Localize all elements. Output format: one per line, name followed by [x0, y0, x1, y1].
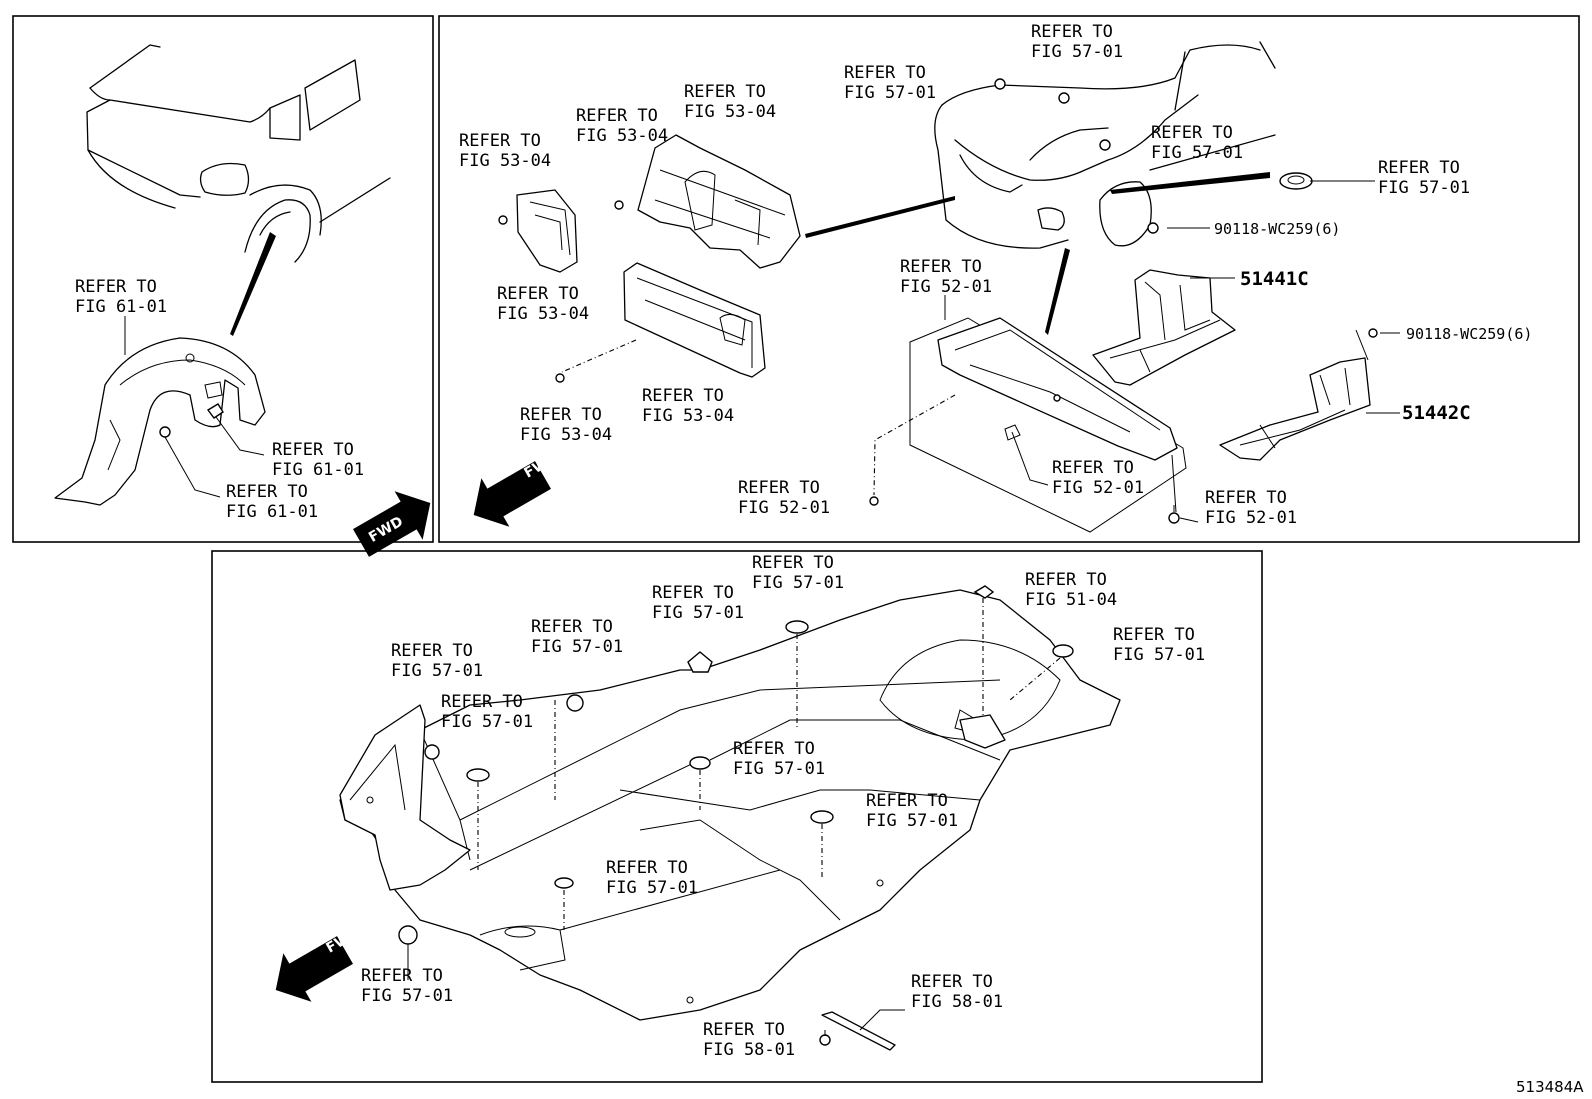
grommet-b6: [689, 756, 711, 770]
panel-frame-right: [438, 15, 1580, 543]
grommet-b1: [424, 744, 440, 760]
car-outline-left: [86, 44, 391, 263]
bumper-absorber-part: [623, 262, 766, 378]
grommet-b2: [466, 768, 490, 782]
car-front-right: [934, 41, 1276, 249]
leader-wedge-bumper: [805, 196, 955, 238]
part-number-90118-a: 90118-WC259(6): [1214, 220, 1340, 238]
grommet-b3: [566, 694, 584, 712]
part-number-51442c: 51442C: [1402, 402, 1471, 424]
seal-strip-part: [821, 1011, 896, 1051]
grommet-b7: [810, 810, 834, 824]
side-panel-part: [339, 704, 471, 891]
undercover-51442c-part: [1219, 357, 1371, 461]
fender-liner-part: [54, 337, 266, 506]
panel-frame-bottom: [211, 550, 1263, 1083]
leader-wedge-cover: [1045, 248, 1070, 335]
leader-wedge-left: [230, 232, 276, 336]
undercover-51441c-part: [1092, 269, 1236, 386]
grommet-b4: [687, 651, 713, 673]
grommet-b10: [398, 925, 418, 945]
diagram-id: 513484A: [1516, 1078, 1584, 1096]
bumper-reinforcement-part: [498, 189, 578, 273]
leader-wedge-grom: [1110, 172, 1270, 194]
radiator-support-part: [614, 134, 801, 269]
grommet-b9: [1052, 644, 1074, 658]
fwd-arrow-right: FWD: [473, 449, 561, 527]
front-undercover-part: [869, 317, 1187, 533]
fwd-arrow-left: FWD: [353, 491, 431, 557]
bracket-51-04: [959, 714, 1006, 749]
part-number-51441c: 51441C: [1240, 268, 1309, 290]
large-grommet: [1279, 172, 1313, 190]
grommet-b8: [554, 877, 574, 889]
grommet-b5: [785, 620, 809, 634]
part-number-90118-b: 90118-WC259(6): [1406, 325, 1532, 343]
panel-frame-left: [12, 15, 434, 543]
clip-51-04: [973, 585, 995, 599]
